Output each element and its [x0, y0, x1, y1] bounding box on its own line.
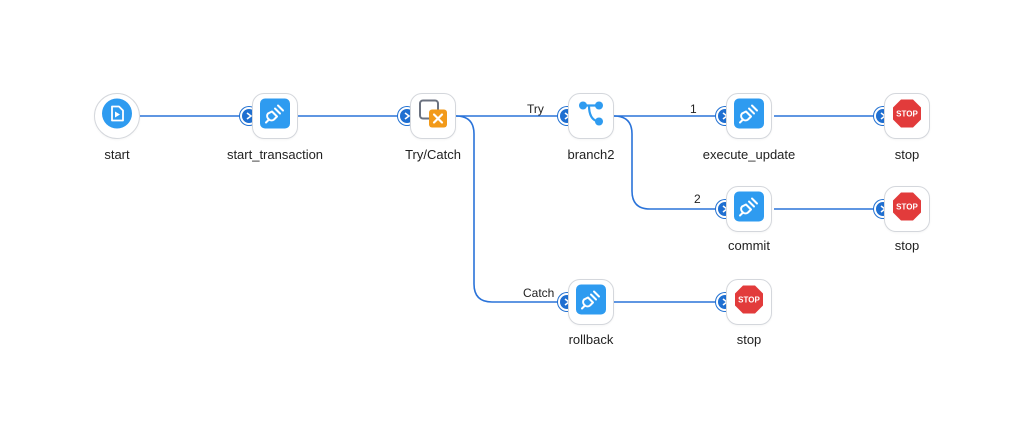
edge-label-try: Try — [527, 102, 544, 116]
stop-sign-icon: STOP — [733, 284, 765, 321]
node-stop-3[interactable]: STOP — [726, 279, 772, 325]
node-commit[interactable] — [726, 186, 772, 232]
node-label-stop-3: stop — [736, 332, 762, 347]
node-label-commit: commit — [728, 238, 770, 253]
edge-catch-to-rollback — [455, 115, 558, 303]
node-label-stop-1: stop — [894, 147, 920, 162]
stop-sign-text: STOP — [738, 296, 760, 305]
node-trycatch[interactable] — [410, 93, 456, 139]
node-branch2[interactable] — [568, 93, 614, 139]
node-label-trycatch: Try/Catch — [405, 147, 461, 162]
stop-sign-icon: STOP — [891, 191, 923, 228]
try-catch-icon — [417, 98, 449, 135]
node-start[interactable] — [94, 93, 140, 139]
edge-label-branch-1: 1 — [690, 102, 697, 116]
node-label-start-transaction: start_transaction — [226, 147, 324, 162]
plug-connector-icon — [576, 284, 606, 320]
node-label-rollback: rollback — [568, 332, 614, 347]
node-execute-update[interactable] — [726, 93, 772, 139]
node-label-stop-2: stop — [894, 238, 920, 253]
node-label-execute-update: execute_update — [702, 147, 796, 162]
edge-label-branch-2: 2 — [694, 192, 701, 206]
node-start-transaction[interactable] — [252, 93, 298, 139]
plug-connector-icon — [260, 98, 290, 134]
start-document-icon — [101, 98, 133, 135]
edge-branch-2-to-commit — [613, 115, 716, 210]
stop-sign-icon: STOP — [891, 98, 923, 135]
node-stop-1[interactable]: STOP — [884, 93, 930, 139]
edge-label-catch: Catch — [523, 286, 555, 300]
plug-connector-icon — [734, 98, 764, 134]
branch-icon — [575, 98, 607, 135]
node-stop-2[interactable]: STOP — [884, 186, 930, 232]
node-label-branch2: branch2 — [567, 147, 615, 162]
stop-sign-text: STOP — [896, 110, 918, 119]
plug-connector-icon — [734, 191, 764, 227]
node-rollback[interactable] — [568, 279, 614, 325]
stop-sign-text: STOP — [896, 203, 918, 212]
node-label-start: start — [104, 147, 130, 162]
